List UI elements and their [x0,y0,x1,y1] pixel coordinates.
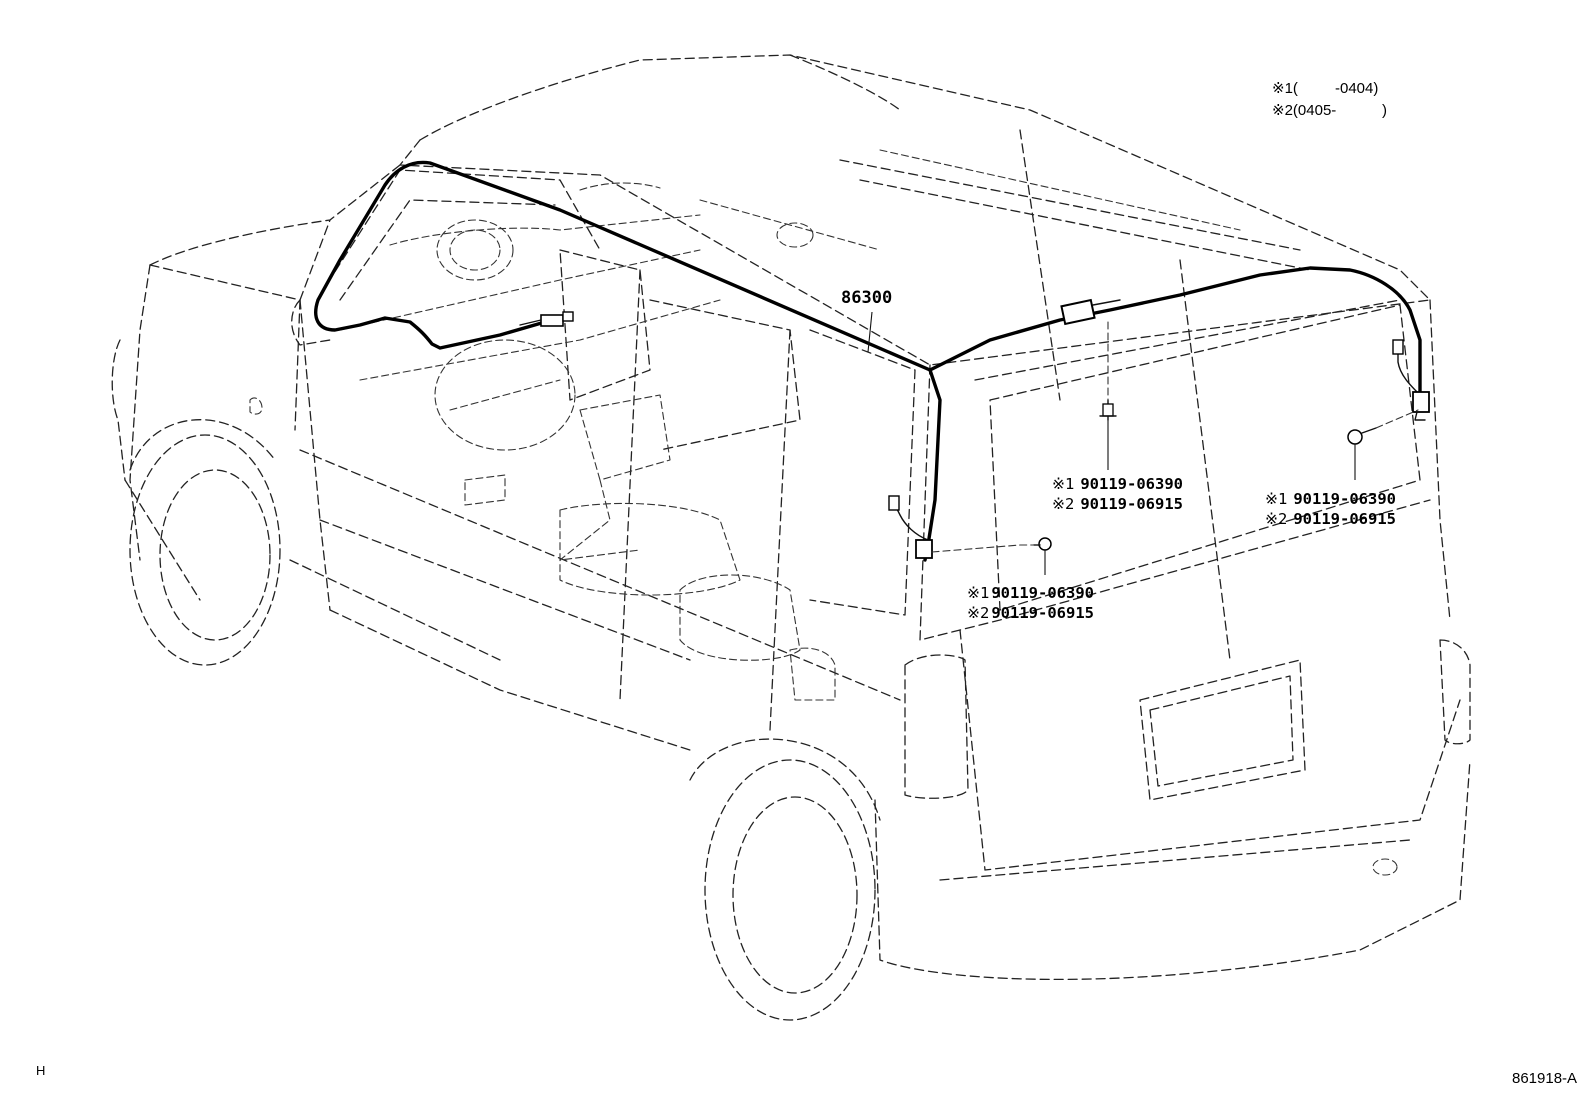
callout-center-roof-bolt: ※1 90119-06390 ※2 90119-06915 [1052,475,1183,513]
leader-lines [867,311,1419,575]
callout-mark: ※1 [1052,475,1074,493]
svg-text:※2(0405-: ※2(0405- [1272,102,1336,119]
vehicle-body-outline [111,54,1471,1021]
legend-range-1-end: -0404) [1335,80,1378,97]
figure-code: 861918-A [1512,1070,1577,1087]
callout-mark: ※2 [1265,510,1287,528]
svg-text:※1(: ※1( [1272,80,1298,97]
callout-mark: ※2 [967,604,989,622]
part-number: 90119-06390 [1293,490,1396,508]
bolt-icon [1347,427,1377,445]
callout-mark: ※1 [967,584,989,602]
footer-left-mark: H [36,1063,45,1078]
bolt-icon [1033,537,1052,551]
part-number: 90119-06915 [1080,495,1183,513]
bolt-icon [1099,399,1117,421]
callout-right-rear-bolt: ※1 90119-06390 ※2 90119-06915 [1265,490,1396,528]
part-number: 90119-06915 [991,604,1094,622]
legend-mark-1: ※1 [1272,80,1293,97]
part-number: 90119-06390 [1080,475,1183,493]
part-number: 90119-06915 [1293,510,1396,528]
callout-mark: ※1 [1265,490,1287,508]
legend: ※1( -0404) ※2(0405- ) [1272,80,1387,119]
wire-harness [314,160,1430,562]
part-number: 90119-06390 [991,584,1094,602]
vehicle-interior-outline [249,149,1241,701]
harness-part-label: 86300 [841,288,892,308]
legend-mark-2: ※2 [1272,102,1293,119]
callout-mark: ※2 [1052,495,1074,513]
legend-range-2-close: ) [1382,102,1387,119]
